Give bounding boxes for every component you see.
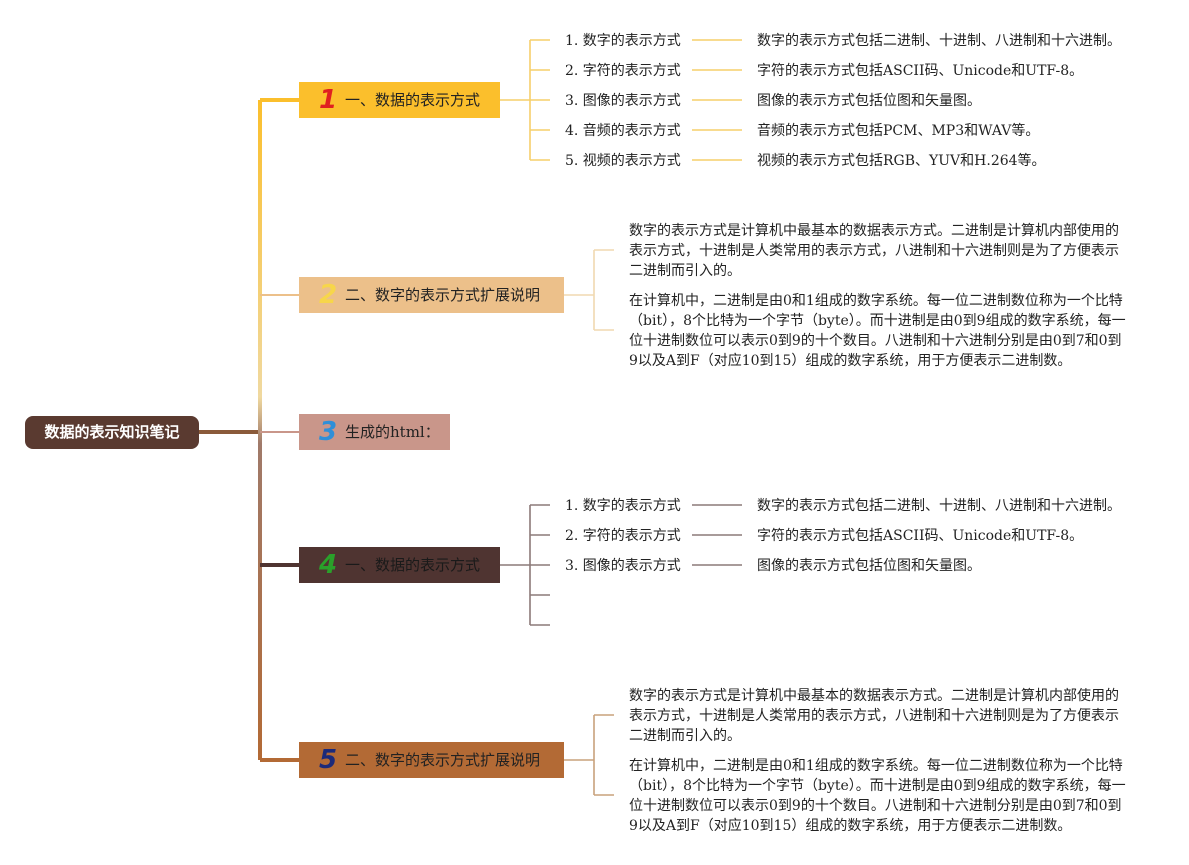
branch-1-label: 一、数据的表示方式 [345, 91, 481, 109]
branch-1-children-lines [500, 39, 742, 161]
branch-1-item-2-title: 2. 字符的表示方式 [565, 63, 681, 79]
branch-4-item-3-title: 3. 图像的表示方式 [565, 558, 681, 574]
branch-1-item-3-title: 3. 图像的表示方式 [565, 93, 681, 109]
branch-1-item-4-title: 4. 音频的表示方式 [565, 123, 681, 139]
branch-2-paragraph-2: 在计算机中，二进制是由0和1组成的数字系统。每一位二进制数位称为一个比特（bit… [629, 293, 1126, 369]
branch-5-number: 5 [319, 745, 338, 775]
branch-1-node[interactable]: 1 一、数据的表示方式 [299, 82, 500, 118]
branch-3-node[interactable]: 3 生成的html： [299, 414, 450, 450]
branch-4-item-2-title: 2. 字符的表示方式 [565, 528, 681, 544]
branch-2-children-lines [564, 249, 614, 331]
branch-5-paragraph-1: 数字的表示方式是计算机中最基本的数据表示方式。二进制是计算机内部使用的表示方式，… [629, 688, 1119, 744]
branch-1-item-2-detail: 字符的表示方式包括ASCII码、Unicode和UTF-8。 [757, 63, 1084, 79]
branch-2-paragraph-1: 数字的表示方式是计算机中最基本的数据表示方式。二进制是计算机内部使用的表示方式，… [629, 223, 1119, 279]
branch-2-label: 二、数字的表示方式扩展说明 [345, 286, 541, 304]
branch-1-item-5-detail: 视频的表示方式包括RGB、YUV和H.264等。 [757, 153, 1046, 169]
branch-4-item-3-detail: 图像的表示方式包括位图和矢量图。 [757, 558, 981, 574]
branch-4-label: 一、数据的表示方式 [345, 556, 481, 574]
branch-1-item-5-title: 5. 视频的表示方式 [565, 153, 681, 169]
root-label: 数据的表示知识笔记 [44, 423, 180, 441]
branch-1-item-3-detail: 图像的表示方式包括位图和矢量图。 [757, 93, 981, 109]
branch-2-number: 2 [319, 280, 338, 310]
branch-4-item-1-title: 1. 数字的表示方式 [565, 498, 681, 514]
branch-4-item-2-detail: 字符的表示方式包括ASCII码、Unicode和UTF-8。 [757, 528, 1084, 544]
branch-2-node[interactable]: 2 二、数字的表示方式扩展说明 [299, 277, 564, 313]
branch-1-item-1-title: 1. 数字的表示方式 [565, 33, 681, 49]
branch-4-item-1-detail: 数字的表示方式包括二进制、十进制、八进制和十六进制。 [757, 498, 1121, 514]
branch-5-paragraph-2: 在计算机中，二进制是由0和1组成的数字系统。每一位二进制数位称为一个比特（bit… [629, 758, 1126, 834]
branch-5-node[interactable]: 5 二、数字的表示方式扩展说明 [299, 742, 564, 778]
branch-4-children-lines [500, 504, 742, 626]
branch-5-label: 二、数字的表示方式扩展说明 [345, 751, 541, 769]
branch-5-children-lines [564, 714, 614, 796]
root-node[interactable]: 数据的表示知识笔记 [25, 416, 199, 449]
branch-4-number: 4 [319, 550, 338, 580]
branch-1-number: 1 [319, 85, 338, 115]
branch-1-item-1-detail: 数字的表示方式包括二进制、十进制、八进制和十六进制。 [757, 33, 1121, 49]
branch-3-number: 3 [319, 417, 338, 447]
branch-4-node[interactable]: 4 一、数据的表示方式 [299, 547, 500, 583]
branch-1-item-4-detail: 音频的表示方式包括PCM、MP3和WAV等。 [757, 123, 1040, 139]
branch-3-label: 生成的html： [345, 423, 440, 441]
